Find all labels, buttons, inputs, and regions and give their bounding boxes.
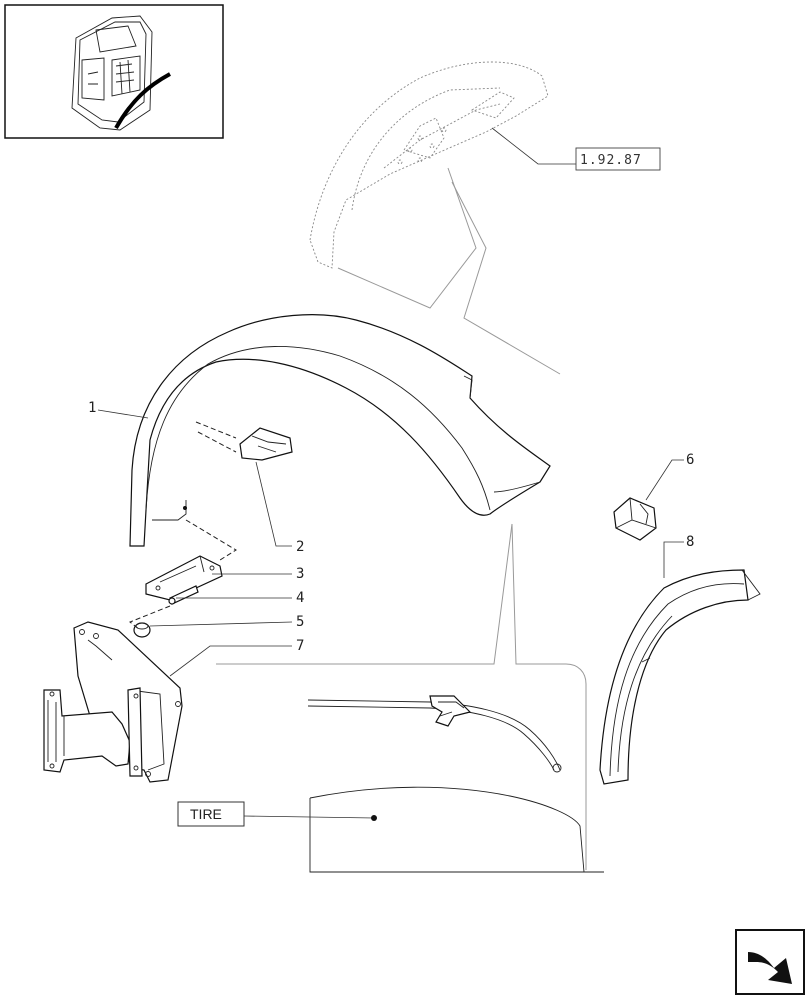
bracket-part[interactable] [145, 555, 223, 601]
tire-section-detail [243, 786, 604, 873]
callout-8: 8 [686, 534, 694, 550]
callout-4: 4 [296, 590, 304, 606]
reference-ghost-fender [309, 61, 549, 269]
callout-3: 3 [296, 566, 304, 582]
fender-extension-part[interactable] [599, 569, 761, 785]
next-page-arrow-icon[interactable] [735, 929, 805, 995]
assembly-dashed-path [129, 519, 237, 631]
tire-label: TIRE [177, 801, 245, 827]
mounting-plate-part[interactable] [43, 621, 183, 783]
fender-main-part[interactable] [129, 314, 551, 547]
tractor-cab-thumbnail-icon[interactable] [4, 4, 224, 139]
callout-7: 7 [296, 638, 304, 654]
callout-1: 1 [88, 400, 96, 416]
clip-block-part[interactable] [613, 497, 657, 541]
bolt-part[interactable] [168, 585, 199, 605]
clip-part[interactable] [195, 421, 293, 461]
callout-6: 6 [686, 452, 694, 468]
callout-leaders [97, 409, 684, 677]
nut-part[interactable] [133, 622, 151, 638]
callout-numbers: 1 2 3 4 5 7 6 8 [88, 400, 694, 654]
clip-section-detail [307, 695, 562, 773]
reference-callout: 1.92.87 [491, 127, 661, 171]
callout-2: 2 [296, 539, 304, 555]
callout-5: 5 [296, 614, 304, 630]
assembly-guide-lines [216, 167, 587, 870]
reference-number: 1.92.87 [580, 153, 642, 168]
tire-label-text: TIRE [190, 806, 222, 822]
